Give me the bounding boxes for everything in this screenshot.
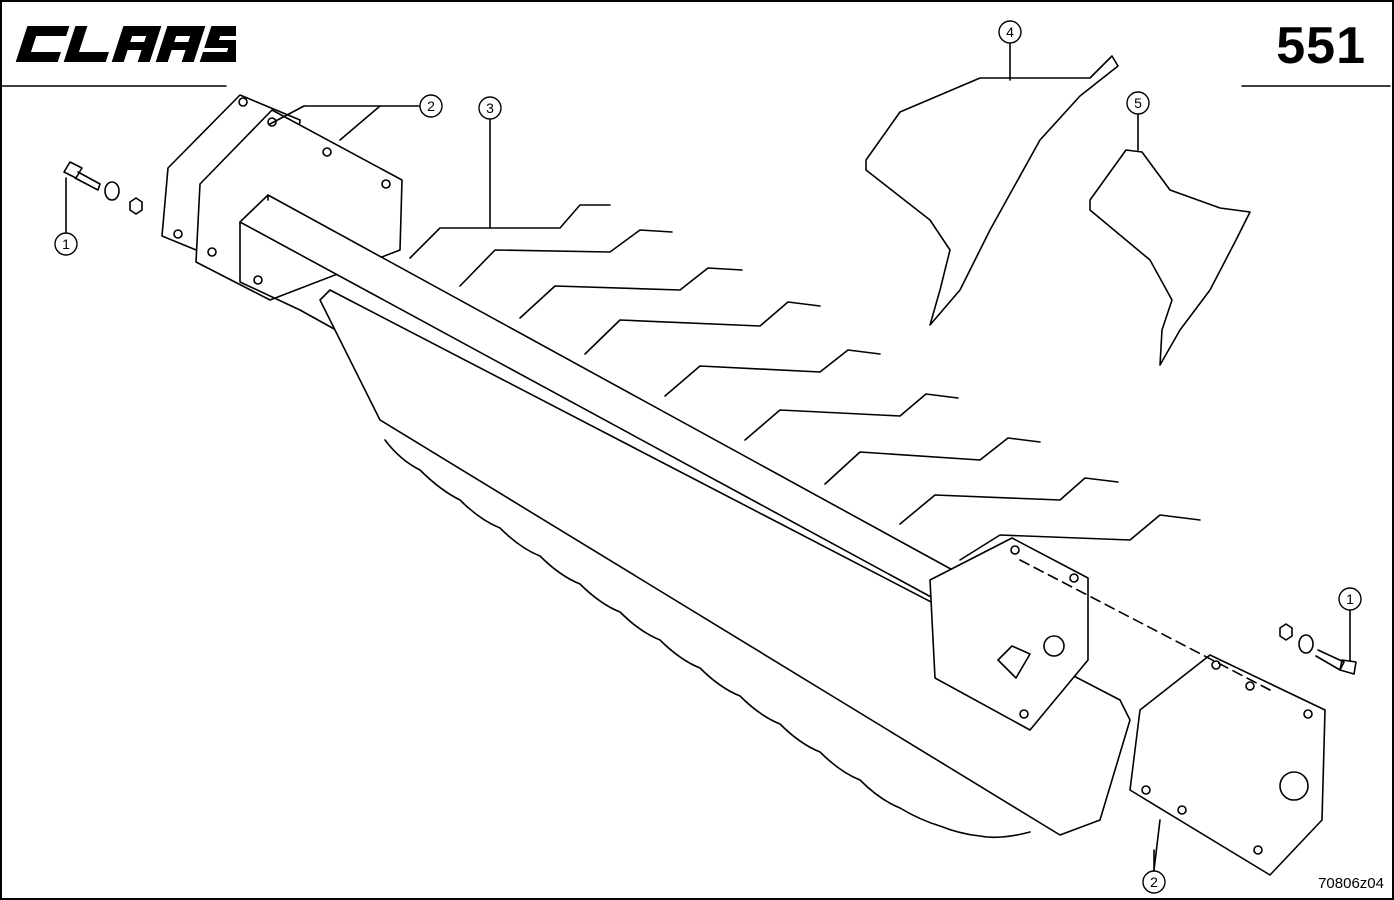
- deflector-plate-small: [1089, 149, 1251, 366]
- deflector-plate-large: [865, 55, 1119, 326]
- callout-label: 3: [486, 100, 494, 116]
- callout-1-left: 1: [54, 232, 78, 256]
- serrated-comb: [319, 289, 1131, 839]
- callout-label: 1: [62, 236, 70, 252]
- leader-lines: [65, 43, 1351, 871]
- callout-4: 4: [998, 20, 1022, 44]
- callout-5: 5: [1126, 91, 1150, 115]
- callout-label: 2: [427, 98, 435, 114]
- callout-3: 3: [478, 96, 502, 120]
- claas-logo: [15, 26, 236, 62]
- callout-label: 4: [1006, 24, 1014, 40]
- end-plate-right-fixed: [929, 537, 1089, 731]
- callout-1-right: 1: [1338, 587, 1362, 611]
- callout-2-bottom: 2: [1142, 870, 1166, 894]
- nut-left: [129, 197, 143, 215]
- drawing-id: 70806z04: [1318, 875, 1384, 892]
- end-plate-right-detached: [1129, 654, 1326, 876]
- washer-left: [104, 181, 120, 201]
- page-number: 551: [1276, 17, 1366, 75]
- bolt-left: [63, 161, 101, 191]
- nut-right: [1279, 623, 1293, 641]
- bolt-right: [1315, 649, 1357, 675]
- callout-2-top: 2: [419, 94, 443, 118]
- washer-right: [1298, 634, 1314, 654]
- callout-label: 5: [1134, 95, 1142, 111]
- callout-label: 2: [1150, 874, 1158, 890]
- callout-label: 1: [1346, 591, 1354, 607]
- finger-tines: [409, 204, 1201, 561]
